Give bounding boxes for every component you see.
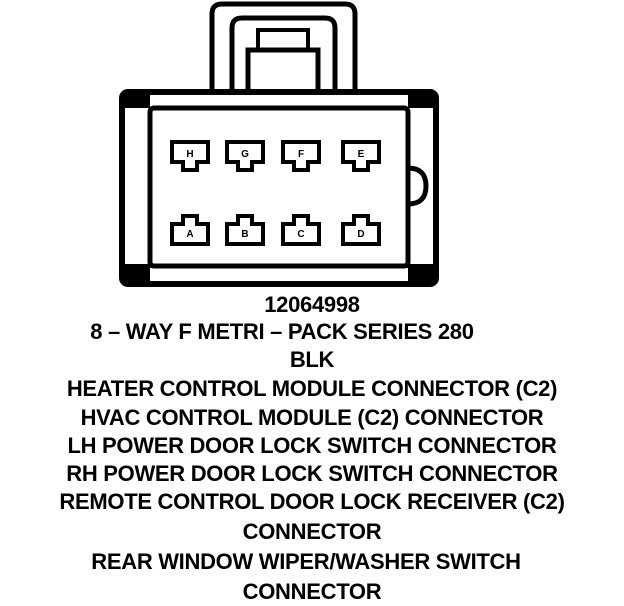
application-line: CONNECTOR (242, 519, 382, 544)
application-line: HEATER CONTROL MODULE CONNECTOR (C2) (66, 376, 558, 401)
pin-label: G (241, 149, 249, 160)
connector-corner-tabs (122, 92, 436, 284)
pin-cavity-h: H (170, 140, 210, 172)
pin-cavity-b: B (225, 214, 265, 246)
pin-cavity-f: F (281, 140, 321, 172)
application-line: REAR WINDOW WIPER/WASHER SWITCH (91, 549, 521, 574)
pin-cavity-g: G (225, 140, 265, 172)
pin-label: E (358, 149, 365, 160)
pin-cavity-a: A (170, 214, 210, 246)
pin-label: B (241, 229, 248, 240)
part-number: 12064998 (264, 292, 360, 317)
pin-label: C (297, 229, 304, 240)
connector-series: 8 – WAY F METRI – PACK SERIES 280 (90, 319, 474, 344)
application-line: REMOTE CONTROL DOOR LOCK RECEIVER (C2) (59, 489, 565, 514)
pin-label: A (186, 229, 193, 240)
connector-color: BLK (289, 347, 335, 372)
pin-cavity-d: D (341, 214, 381, 246)
connector-latch (209, 1, 358, 95)
pin-cavity-e: E (341, 140, 381, 172)
pin-label: F (298, 149, 304, 160)
bottom-pin-row: A B C D (170, 214, 381, 246)
pin-label: D (357, 229, 364, 240)
pin-label: H (186, 149, 193, 160)
connector-body (119, 89, 439, 287)
connector-face-diagram: H G F E A B C D (119, 1, 439, 287)
application-line: CONNECTOR (242, 579, 382, 604)
application-line: LH POWER DOOR LOCK SWITCH CONNECTOR (67, 433, 557, 458)
pin-cavity-c: C (281, 214, 321, 246)
application-line: HVAC CONTROL MODULE (C2) CONNECTOR (80, 405, 544, 430)
application-line: RH POWER DOOR LOCK SWITCH CONNECTOR (66, 461, 558, 486)
